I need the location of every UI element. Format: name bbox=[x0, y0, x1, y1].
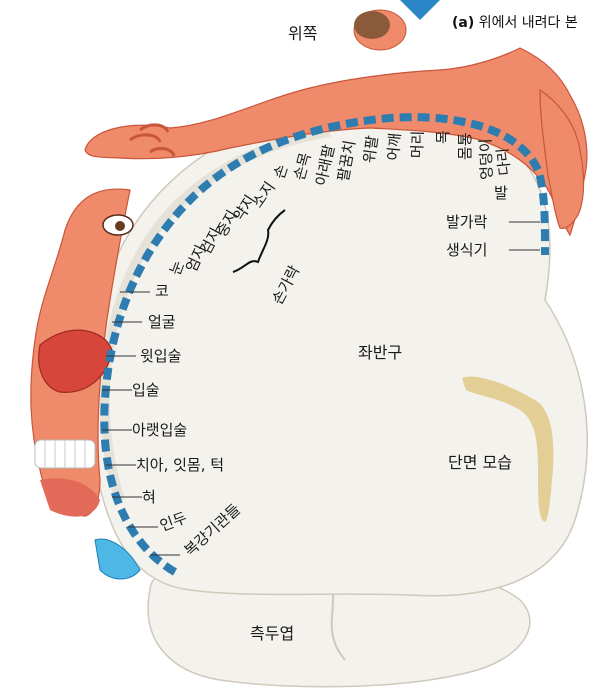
label-temporal-lobe: 측두엽 bbox=[250, 626, 294, 642]
label-top: 위쪽 bbox=[288, 26, 317, 42]
caption-tag: (a) bbox=[452, 15, 474, 31]
label-hemisphere: 좌반구 bbox=[358, 345, 402, 361]
body-label-arc: 어깨 bbox=[386, 132, 403, 161]
caption-text: 위에서 내려다 본 bbox=[479, 15, 578, 31]
body-label-left: 혀 bbox=[142, 490, 156, 505]
iris bbox=[115, 221, 125, 231]
body-label-left: 아랫입술 bbox=[132, 423, 187, 438]
figure-caption: (a) 위에서 내려다 본 bbox=[452, 12, 578, 32]
body-label-left: 윗입술 bbox=[140, 349, 181, 364]
body-label-arc: 위팔 bbox=[362, 135, 381, 164]
body-label-left: 얼굴 bbox=[148, 315, 176, 330]
body-label-right: 생식기 bbox=[446, 243, 487, 258]
body-label-arc: 머리 bbox=[410, 130, 426, 158]
body-label-arc: 몸통 bbox=[458, 132, 473, 160]
body-label-right: 발가락 bbox=[446, 215, 487, 230]
body-label-arc: 다리 bbox=[496, 147, 513, 176]
body-label-left: 입술 bbox=[132, 383, 160, 398]
body-label-left: 코 bbox=[155, 284, 169, 299]
body-label-arc: 엉덩이 bbox=[479, 138, 495, 180]
body-label-left: 치아, 잇몸, 턱 bbox=[136, 458, 224, 473]
body-label-right: 발 bbox=[494, 186, 508, 201]
hair-shape bbox=[354, 11, 390, 39]
pointer-arrow-icon bbox=[400, 0, 440, 20]
body-label-arc: 목 bbox=[436, 130, 451, 144]
label-cross-section: 단면 모습 bbox=[448, 455, 512, 471]
